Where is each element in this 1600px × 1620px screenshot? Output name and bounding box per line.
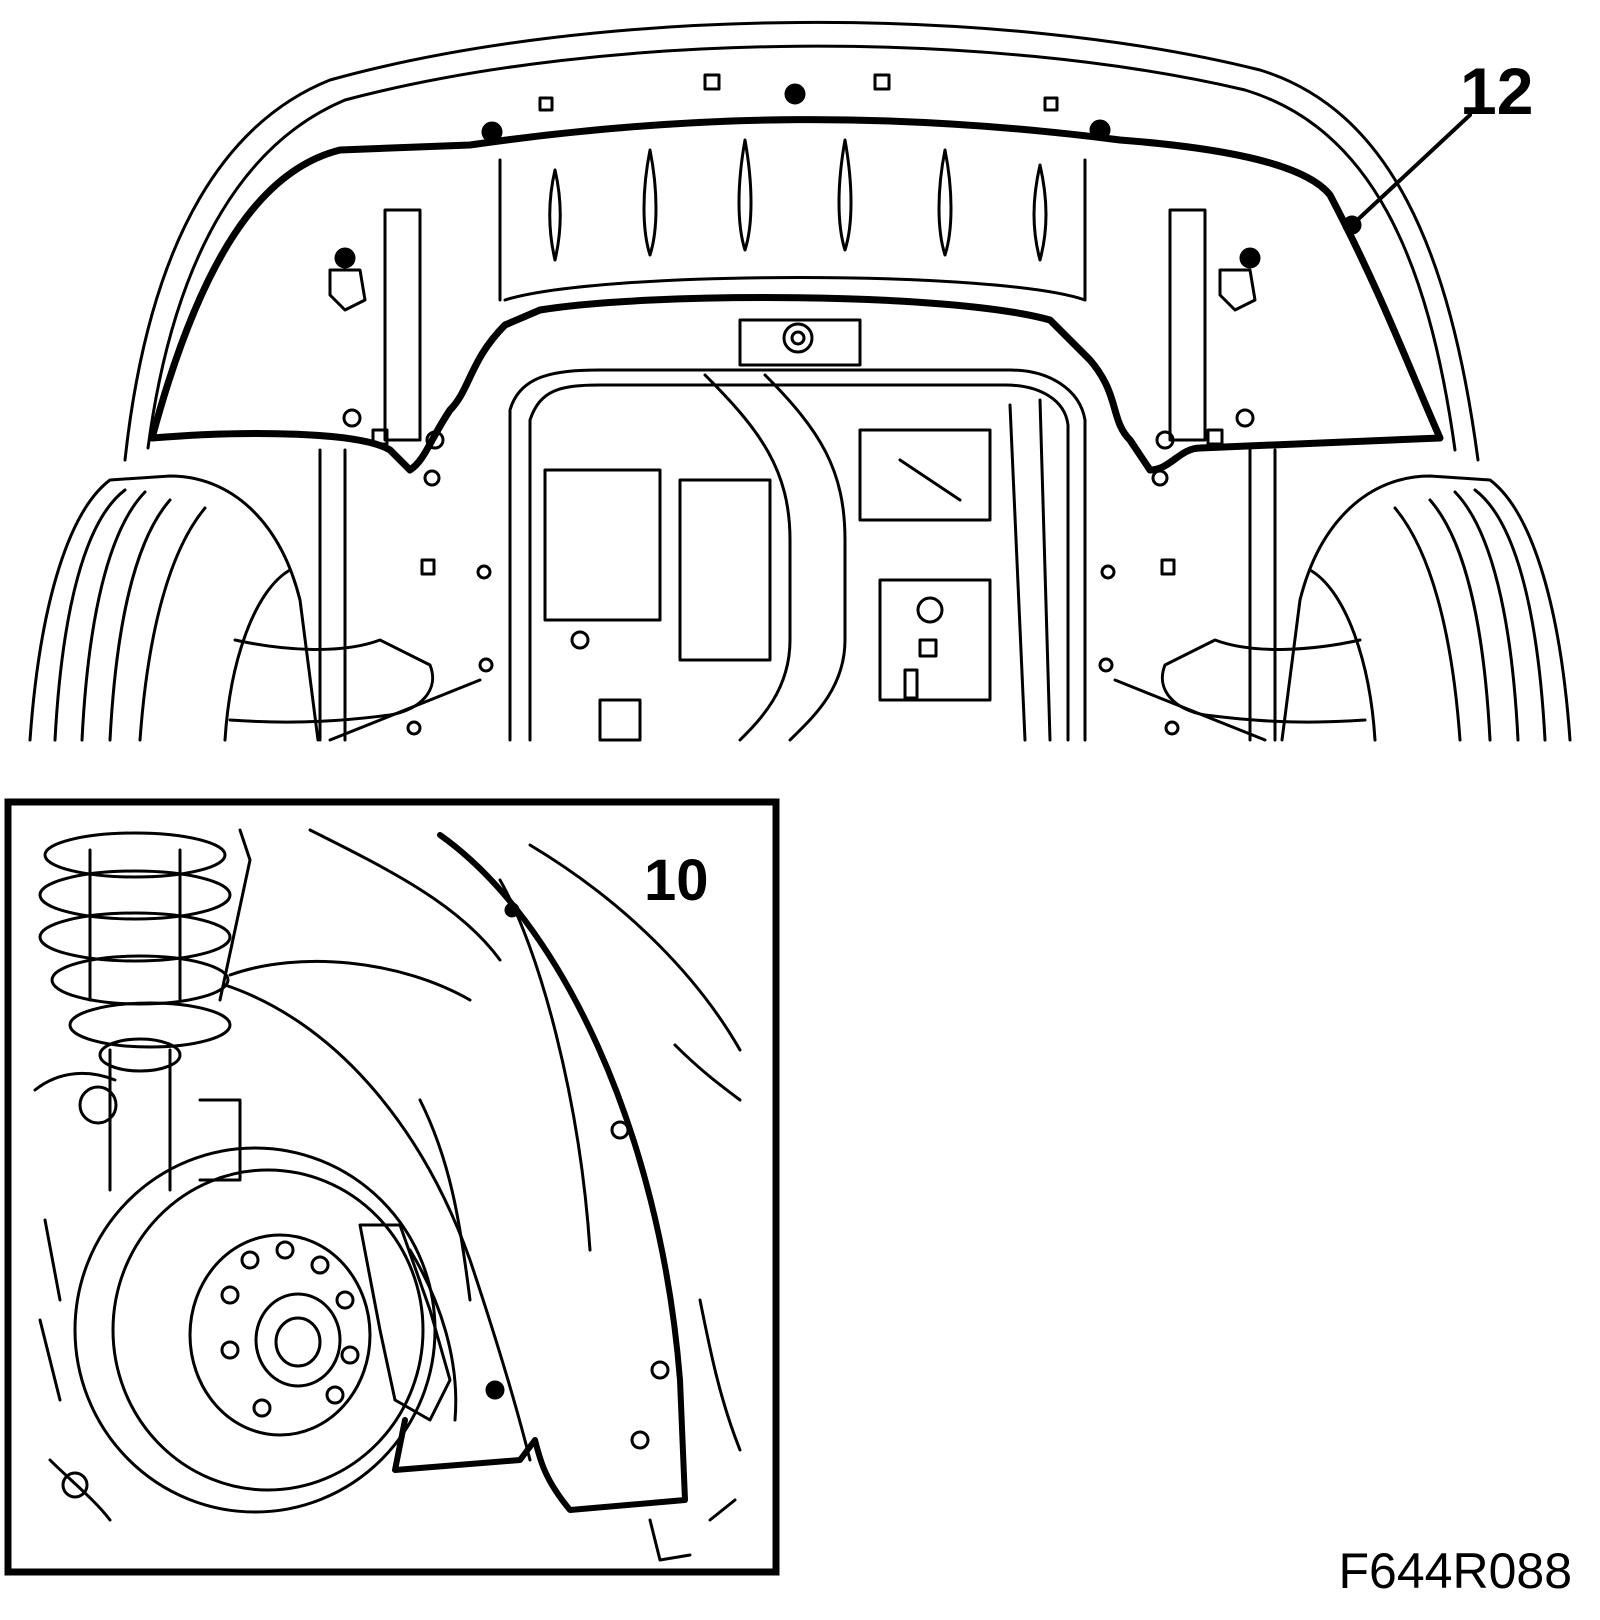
underbody-view	[28, 20, 1572, 742]
callout-10: 10	[644, 848, 709, 913]
brake-disc	[73, 1146, 437, 1514]
figure-id: F644R088	[1338, 1543, 1573, 1599]
callout-12: 12	[1460, 54, 1534, 128]
leader-line-12	[1350, 113, 1472, 227]
tire-left	[28, 474, 320, 742]
wheel-arch-liner	[392, 832, 688, 1513]
inset-panel	[4, 798, 780, 1576]
splash-shield-inner-panel	[503, 276, 1087, 302]
coil-spring	[38, 831, 232, 1049]
brake-caliper	[358, 1223, 452, 1422]
tire-right	[1280, 474, 1572, 742]
subframe-outline	[508, 368, 1087, 742]
splash-shield-outline	[148, 116, 1444, 474]
bumper-inner-edge	[146, 44, 1457, 452]
exhaust-pipe	[703, 373, 792, 742]
